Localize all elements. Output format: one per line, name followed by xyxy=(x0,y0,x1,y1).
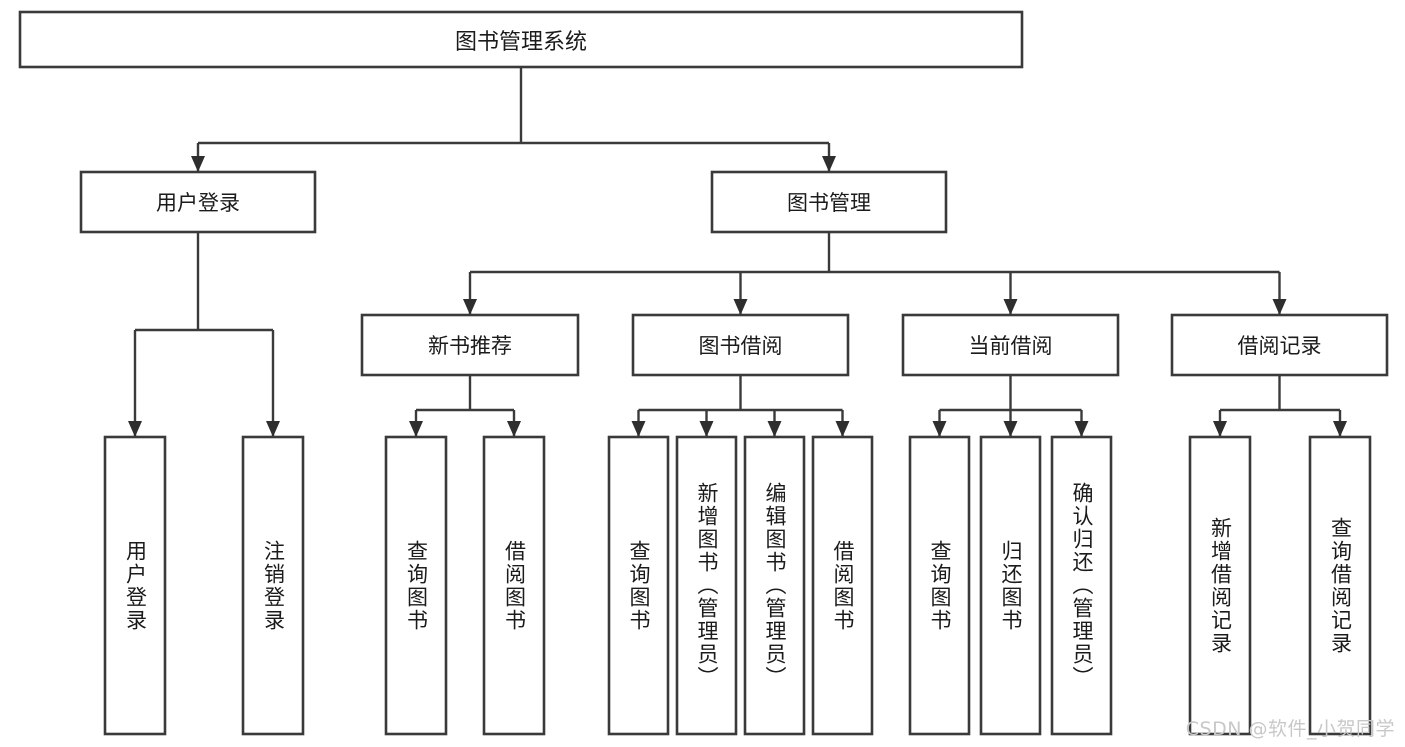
connectors-layer xyxy=(128,67,1347,437)
node-box-book-borrow[interactable] xyxy=(631,313,850,377)
node-box-leaf-query-book-2[interactable] xyxy=(607,435,670,736)
arrow-head-icon-leaf-query-borrow-record xyxy=(1333,421,1347,437)
node-box-leaf-query-book-1[interactable] xyxy=(384,435,448,736)
node-box-leaf-edit-book-admin[interactable] xyxy=(743,435,806,736)
arrow-head-icon-user-login xyxy=(191,156,205,172)
arrow-head-icon-book-borrow xyxy=(733,299,748,315)
arrow-head-icon-leaf-borrow-book-1 xyxy=(507,421,521,437)
arrow-head-icon-leaf-add-book-admin xyxy=(699,421,714,437)
node-box-leaf-user-login[interactable] xyxy=(103,435,167,736)
arrow-head-icon-leaf-query-book-1 xyxy=(409,421,423,437)
arrow-head-icon-borrow-record xyxy=(1272,299,1287,315)
arrow-head-icon-leaf-query-book-3 xyxy=(932,421,947,437)
arrow-head-icon-leaf-logout xyxy=(266,421,280,437)
node-box-leaf-add-book-admin[interactable] xyxy=(675,435,738,736)
arrow-head-icon-new-book-recommend xyxy=(463,299,477,315)
arrow-head-icon-leaf-user-login xyxy=(128,421,142,437)
arrow-head-icon-leaf-query-book-2 xyxy=(631,421,646,437)
watermark-text: CSDN @软件_小贺同学 xyxy=(1185,718,1395,740)
node-box-borrow-record[interactable] xyxy=(1170,313,1389,377)
node-box-leaf-borrow-book-2[interactable] xyxy=(811,435,874,736)
node-box-leaf-confirm-return-admin[interactable] xyxy=(1050,435,1113,736)
arrow-head-icon-leaf-return-book xyxy=(1003,421,1018,437)
node-box-leaf-query-borrow-record[interactable] xyxy=(1308,435,1372,736)
arrow-head-icon-leaf-confirm-return-admin xyxy=(1074,421,1089,437)
node-box-new-book-recommend[interactable] xyxy=(360,313,580,377)
node-box-user-login[interactable] xyxy=(79,170,317,234)
node-box-book-management[interactable] xyxy=(710,170,948,234)
arrow-head-icon-current-borrow xyxy=(1003,299,1018,315)
node-box-leaf-borrow-book-1[interactable] xyxy=(482,435,546,736)
arrow-head-icon-book-management xyxy=(822,156,836,172)
boxes-layer xyxy=(18,10,1389,736)
node-box-leaf-add-borrow-record[interactable] xyxy=(1188,435,1252,736)
arrow-head-icon-leaf-borrow-book-2 xyxy=(835,421,850,437)
node-box-leaf-query-book-3[interactable] xyxy=(908,435,971,736)
node-box-current-borrow[interactable] xyxy=(901,313,1120,377)
arrow-head-icon-leaf-add-borrow-record xyxy=(1213,421,1227,437)
node-box-root[interactable] xyxy=(18,10,1024,69)
node-box-leaf-return-book[interactable] xyxy=(979,435,1042,736)
arrow-head-icon-leaf-edit-book-admin xyxy=(767,421,782,437)
node-box-leaf-logout[interactable] xyxy=(241,435,305,736)
